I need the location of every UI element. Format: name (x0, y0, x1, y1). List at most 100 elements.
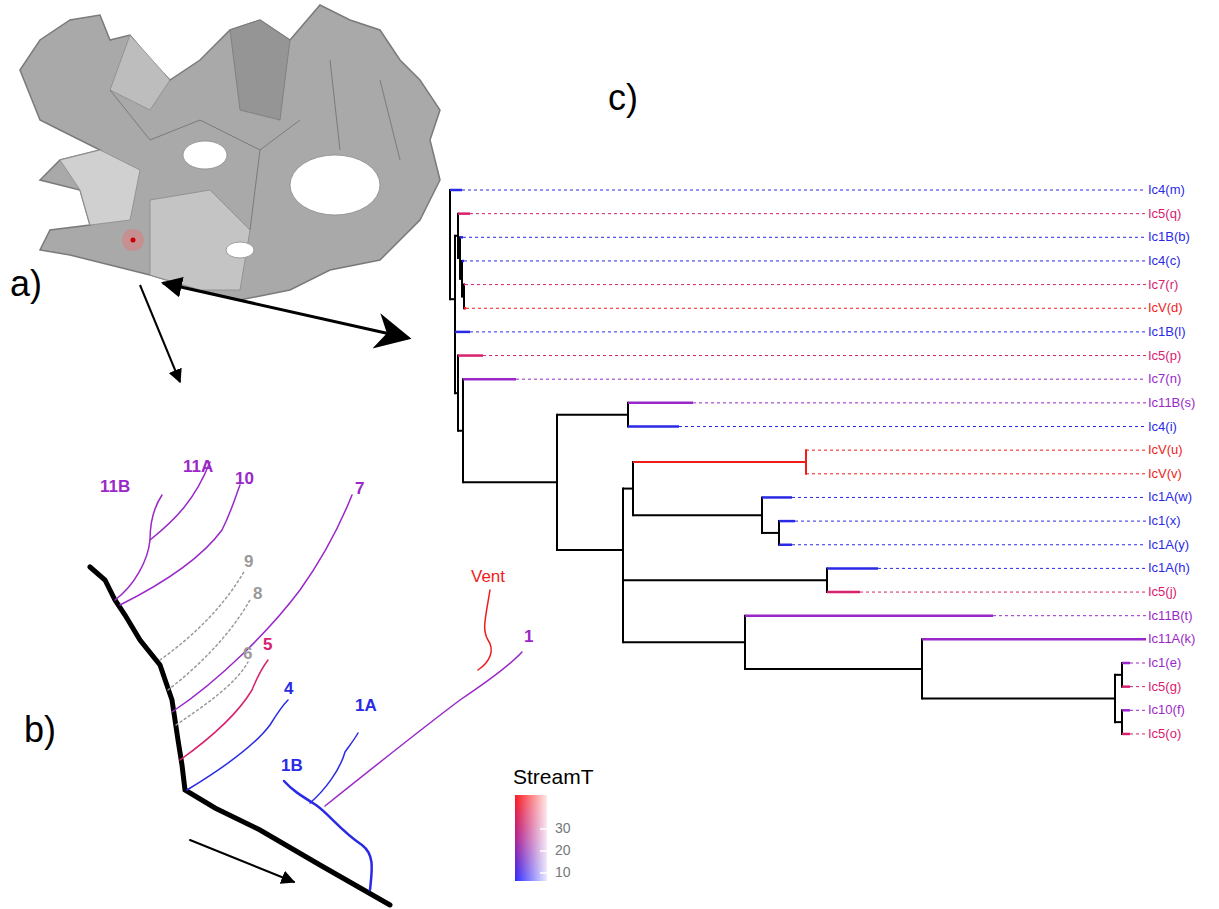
tree-branch (458, 354, 483, 357)
tree-branch (622, 579, 624, 643)
tree-branch (1122, 733, 1130, 736)
stream-label: 11A (183, 458, 213, 475)
tip-label: IcV(d) (1148, 301, 1183, 314)
tree-branch (459, 236, 461, 279)
tree-branch (466, 308, 1146, 309)
tree-branch (795, 521, 1146, 522)
tree-branch (805, 449, 807, 475)
tree-branch (483, 355, 1146, 356)
tree-branch (860, 592, 1146, 593)
tree-branch (461, 260, 463, 297)
tree-branch (463, 237, 1146, 238)
tree-branch (462, 260, 464, 263)
tree-branch (1114, 674, 1116, 723)
tree-branch (454, 331, 456, 394)
tree-branch (827, 567, 878, 570)
tree-branch (1130, 663, 1146, 664)
tree-branch (693, 402, 1146, 403)
tree-branch (632, 461, 634, 516)
tree-branch (455, 331, 470, 334)
panel-letter: c) (608, 80, 638, 116)
tree-branch (1121, 662, 1123, 688)
tree-branch (806, 450, 1146, 451)
tree-branch (462, 378, 464, 483)
tree-branch (878, 568, 1146, 569)
tree-branch (922, 697, 1115, 699)
tree-branch (826, 567, 828, 593)
stream-label: 1B (281, 757, 303, 774)
tree-branch (744, 615, 746, 670)
tip-label: Ic1B(l) (1148, 325, 1186, 338)
tree-branch (460, 236, 463, 239)
tree-branch (627, 402, 629, 428)
tree-branch (449, 189, 451, 300)
stream-label: 1A (355, 697, 377, 714)
tip-label: Ic11B(s) (1148, 396, 1195, 409)
tip-label: Ic5(q) (1148, 207, 1181, 220)
stream-label: 5 (263, 636, 272, 653)
tree-branch (464, 283, 465, 286)
tip-label: Ic11A(k) (1148, 632, 1195, 645)
tree-branch (557, 414, 628, 416)
tree-branch (623, 488, 633, 490)
iceland-map (20, 5, 440, 300)
tree-branch (679, 426, 1146, 427)
tree-branch (462, 190, 1146, 191)
tree-branch (745, 614, 993, 617)
tree-branch (457, 213, 459, 259)
legend-label: 30 (555, 821, 571, 835)
stream-label: 11B (100, 478, 130, 495)
tree-branch (921, 638, 923, 699)
tree-branch (464, 260, 1146, 261)
tree-branch (457, 355, 459, 432)
stream-map (90, 462, 522, 905)
tree-branch (827, 591, 860, 594)
tree-branch (470, 331, 1146, 332)
tree-branch (1122, 709, 1130, 712)
tip-label: Ic1B(b) (1148, 230, 1190, 243)
tree-branch (922, 638, 1146, 641)
tree-branch (762, 496, 792, 499)
tree-branch (745, 668, 922, 670)
tree-branch (450, 189, 462, 192)
tree-branch (792, 497, 1146, 498)
tip-label: Ic7(n) (1148, 372, 1181, 385)
tree-branch (1130, 686, 1146, 687)
tree-branch (628, 402, 693, 405)
tree-branch (761, 496, 763, 533)
panel-letter: a) (10, 266, 42, 302)
stream-label: 10 (235, 470, 254, 487)
tip-label: Ic5(g) (1148, 680, 1181, 693)
tree-branch (1115, 721, 1122, 723)
tree-branch (762, 532, 779, 534)
stream-label: 7 (355, 480, 364, 497)
tree-branch (779, 544, 792, 547)
tree-branch (778, 520, 780, 546)
stream-label: 1 (524, 628, 533, 645)
tip-label: Ic1A(w) (1148, 490, 1192, 503)
tip-label: Ic5(j) (1148, 585, 1177, 598)
tree-branch (993, 615, 1146, 616)
tip-label: IcV(v) (1148, 467, 1182, 480)
tip-label: Ic4(c) (1148, 254, 1181, 267)
tip-label: Ic11B(t) (1148, 609, 1193, 622)
stream-label: 9 (244, 553, 253, 570)
tree-branch (779, 520, 795, 523)
tree-branch (1122, 685, 1130, 688)
tip-label: Ic5(o) (1148, 727, 1181, 740)
tree-branch (633, 461, 806, 463)
tip-label: Ic5(p) (1148, 349, 1181, 362)
pointer-arrows (140, 283, 408, 382)
tree-branch (1130, 710, 1146, 711)
tree-branch (1121, 709, 1123, 735)
tip-label: Ic1A(h) (1148, 561, 1190, 574)
tip-label: Ic4(m) (1148, 183, 1185, 196)
tree-branch (1115, 674, 1122, 676)
tree-branch (463, 481, 557, 483)
tip-label: Ic1(e) (1148, 656, 1181, 669)
tree-branch (623, 641, 745, 643)
tree-branch (1122, 662, 1130, 665)
colorbar (515, 795, 547, 881)
